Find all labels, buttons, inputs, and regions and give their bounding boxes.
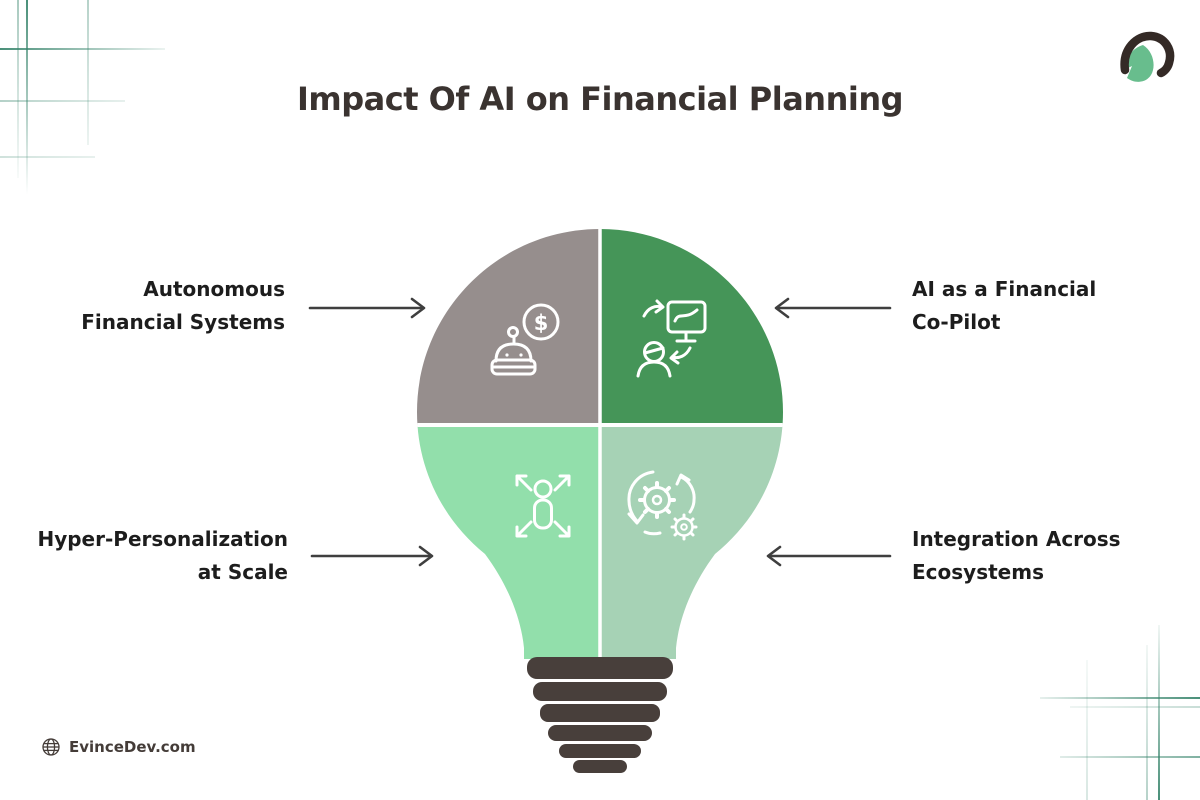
footer-branding: EvinceDev.com [41,737,196,757]
page-title: Impact Of AI on Financial Planning [297,80,904,118]
arrow-to-top-right-quadrant [774,297,892,319]
globe-icon [42,738,60,756]
label-hyper-personalization: Hyper-Personalization at Scale [0,523,288,589]
arrow-to-bottom-left-quadrant [310,545,434,567]
quadrant-top-left [417,229,600,425]
bulb-screw-base [527,657,673,773]
dollar-symbol: $ [534,311,549,335]
quadrant-top-right [600,229,783,425]
logo-leaf-shape [1124,45,1154,82]
gears-sync-icon [627,470,698,541]
label-line: Ecosystems [912,560,1044,584]
human-ai-exchange-icon [636,299,707,378]
website-link[interactable]: EvinceDev.com [69,738,196,756]
person-expand-icon [515,474,571,538]
quadrant-bottom-right [600,425,783,659]
robot-dollar-icon: $ [490,303,560,376]
logo-arc-shape [1120,31,1175,78]
label-ai-financial-copilot: AI as a Financial Co-Pilot [912,273,1200,339]
label-autonomous-financial-systems: Autonomous Financial Systems [0,273,285,339]
label-line: Integration Across [912,527,1121,551]
label-line: at Scale [197,560,288,584]
arrow-to-bottom-right-quadrant [766,545,892,567]
quadrant-bottom-left [417,425,600,659]
label-integration-ecosystems: Integration Across Ecosystems [912,523,1200,589]
label-line: AI as a Financial [912,277,1097,301]
label-line: Autonomous [143,277,285,301]
label-line: Hyper-Personalization [37,527,288,551]
arrow-to-top-left-quadrant [308,297,426,319]
label-line: Co-Pilot [912,310,1001,334]
evincedev-logo [1120,31,1175,82]
label-line: Financial Systems [81,310,285,334]
